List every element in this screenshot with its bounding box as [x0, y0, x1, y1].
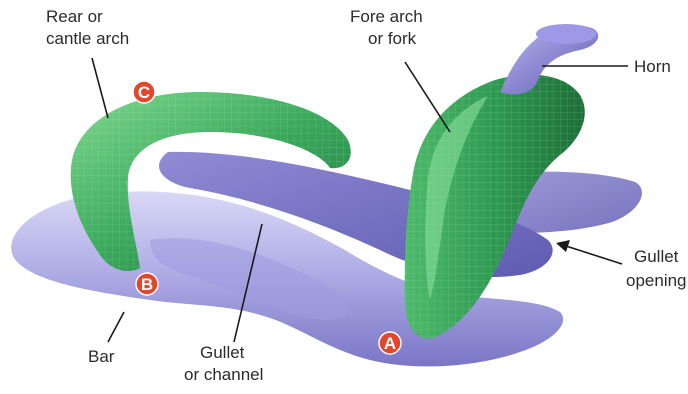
- label-horn: Horn: [634, 57, 671, 76]
- marker-a-text: A: [384, 334, 396, 353]
- leader-bar: [108, 312, 124, 342]
- label-fore-arch-line1: Fore arch: [350, 7, 423, 26]
- leader-fore-arch: [405, 62, 450, 132]
- arrowhead-gullet-opening: [556, 240, 570, 252]
- label-gullet-channel-line2: or channel: [184, 365, 263, 384]
- label-rear-arch-line2: cantle arch: [46, 29, 129, 48]
- marker-b-text: B: [141, 275, 153, 294]
- label-gullet-opening-line1: Gullet: [634, 247, 679, 266]
- label-fore-arch: Fore arch or fork: [350, 7, 427, 48]
- horn-cap: [536, 24, 596, 44]
- marker-c-text: C: [138, 83, 150, 102]
- label-gullet-channel-line1: Gullet: [200, 343, 245, 362]
- marker-a: A: [379, 332, 401, 354]
- saddle-tree-illustration: [11, 24, 642, 366]
- leader-rear-arch: [92, 58, 108, 118]
- label-bar: Bar: [88, 347, 115, 366]
- marker-c: C: [133, 81, 155, 103]
- label-gullet-opening-line2: opening: [626, 271, 687, 290]
- label-gullet-opening: Gullet opening: [626, 247, 687, 290]
- label-gullet-channel: Gullet or channel: [184, 343, 263, 384]
- label-rear-arch: Rear or cantle arch: [46, 7, 129, 48]
- marker-b: B: [136, 273, 158, 295]
- label-fore-arch-line2: or fork: [368, 29, 417, 48]
- label-rear-arch-line1: Rear or: [46, 7, 103, 26]
- leader-gullet-opening: [566, 246, 622, 264]
